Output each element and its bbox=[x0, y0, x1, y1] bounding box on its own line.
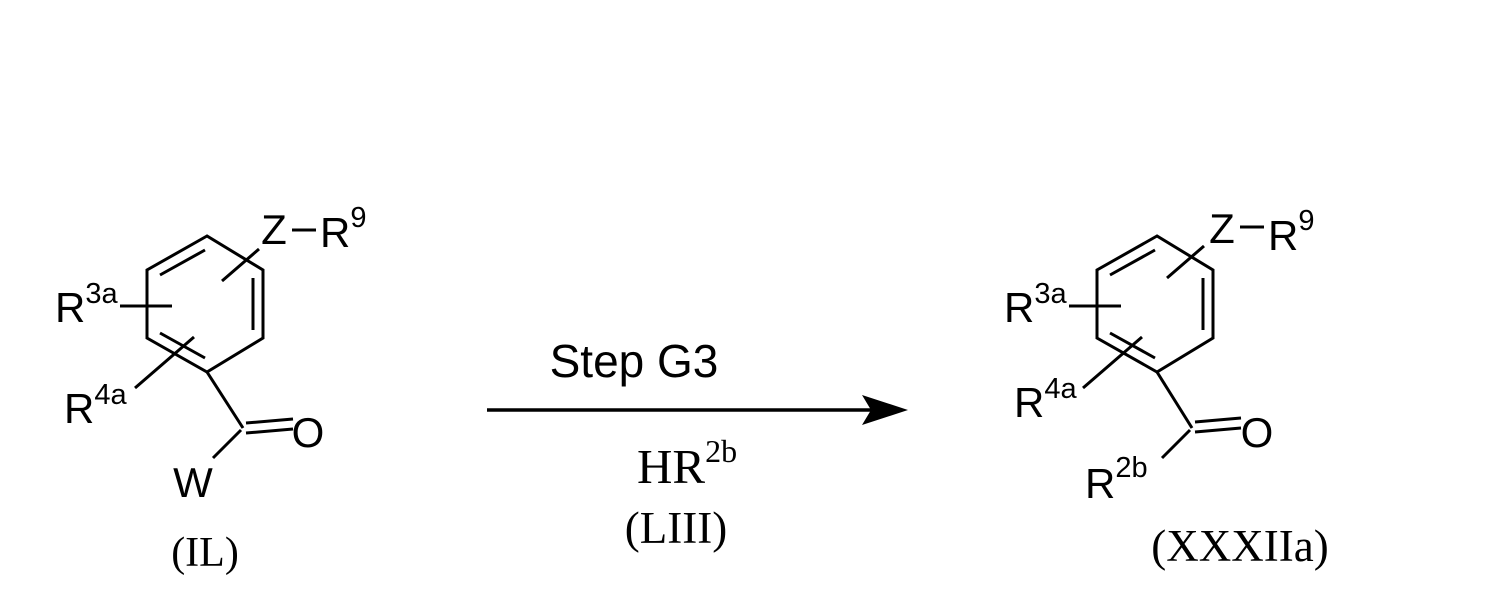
reactant-benzene-ring bbox=[145, 234, 265, 374]
reactant-carbonyl-double-bond-1 bbox=[245, 417, 294, 425]
reactant-oxygen-label: O bbox=[292, 409, 325, 456]
product-r2b-label: R2b bbox=[1085, 452, 1148, 507]
reaction-arrow-group: Step G3 HR2b (LIII) bbox=[487, 335, 908, 553]
reactant-r9-label: R9 bbox=[320, 202, 366, 256]
product-double-bond-topleft bbox=[1109, 248, 1156, 277]
product-r4a-label: R4a bbox=[1014, 373, 1077, 426]
product-z-bond bbox=[1166, 244, 1205, 280]
product-z-label: Z bbox=[1209, 205, 1235, 252]
reactant-id-label: (IL) bbox=[171, 530, 239, 576]
reactant-carbonyl-double-bond-2 bbox=[245, 427, 294, 435]
product-r9-label: R9 bbox=[1268, 205, 1314, 259]
reactant-w-bond bbox=[211, 428, 243, 460]
reagent-label: HR2b bbox=[637, 433, 737, 494]
product-r3a-label: R3a bbox=[1004, 278, 1067, 331]
product-r2b-bond bbox=[1160, 428, 1192, 460]
reactant-r3a-label: R3a bbox=[55, 278, 118, 331]
reactant-r4a-label: R4a bbox=[64, 379, 127, 432]
product-oxygen-label: O bbox=[1241, 409, 1274, 456]
product-benzene-ring bbox=[1095, 234, 1215, 374]
reaction-arrow-head bbox=[862, 395, 908, 425]
product-carbonyl-double-bond-1 bbox=[1194, 416, 1242, 424]
product-carbonyl-double-bond-2 bbox=[1194, 426, 1242, 434]
reactant-z-label: Z bbox=[261, 206, 287, 253]
step-label: Step G3 bbox=[550, 335, 719, 387]
reactant-w-label: W bbox=[173, 459, 213, 506]
product-r4a-bond bbox=[1082, 335, 1143, 390]
reactant-carbonyl-stem-bond bbox=[205, 371, 245, 429]
reactant-r4a-bond bbox=[134, 335, 195, 390]
reactant-double-bond-topleft bbox=[159, 248, 206, 277]
product-structure: R3a R4a Z R9 O R2b (XXXIIa) bbox=[1004, 205, 1329, 571]
product-carbonyl-stem-bond bbox=[1155, 371, 1194, 429]
reagent-id-label: (LIII) bbox=[625, 503, 727, 553]
reactant-structure: R3a R4a Z R9 O W (IL) bbox=[55, 202, 366, 576]
reactant-z-bond bbox=[221, 247, 260, 283]
product-id-label: (XXXIIa) bbox=[1151, 521, 1328, 571]
